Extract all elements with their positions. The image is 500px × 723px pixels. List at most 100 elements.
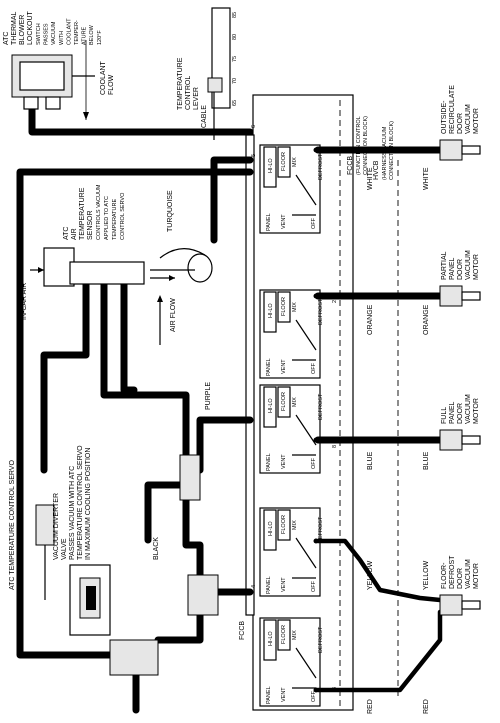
port-number-2: 2 xyxy=(332,300,338,303)
hi-lo-2: HI-LO xyxy=(268,398,274,413)
atc-thermal-switch xyxy=(11,40,95,120)
off-3: OFF xyxy=(311,580,317,592)
hose-color-yellow-7: YELLOW xyxy=(423,560,430,590)
atc-thermal-switch-desc-6: ATURE xyxy=(82,26,88,45)
hose-color-red-8: RED xyxy=(367,699,374,714)
hvcb-label: HVCB xyxy=(373,160,380,180)
motor-label-3-3: VACUUM xyxy=(465,394,472,424)
fccb-label: FCCB xyxy=(239,621,246,640)
port-number-5: 5 xyxy=(251,154,257,157)
motor-label-1-3: VACUUM xyxy=(465,104,472,134)
floor-2: FLOOR xyxy=(281,392,287,411)
atc-sensor-desc-2: TEMPERATURE xyxy=(112,199,118,240)
tee-connectors xyxy=(109,454,219,676)
atc-sensor-label-0: ATC xyxy=(63,227,70,240)
defrost-2: DEFROST xyxy=(318,393,324,420)
turquoise-label: TURQUOISE xyxy=(167,190,174,232)
defrost-1: DEFROST xyxy=(318,298,324,325)
lever-scale-85: 85 xyxy=(232,12,238,18)
atc-sensor-label-2: TEMPERATURE xyxy=(79,187,86,240)
atc-air-temperature-sensor xyxy=(30,247,213,345)
vacuum-hoses xyxy=(16,96,444,714)
defrost-0: DEFROST xyxy=(318,153,324,180)
vacuum-diverter-label-4: IN MAXIMUM COOLING POSITION xyxy=(85,448,92,560)
motor-label-4-3: VACUUM xyxy=(465,559,472,589)
coolant-flow-label-0: COOLANT xyxy=(100,60,107,95)
vacuum-diverter-label-1: VALVE xyxy=(61,538,68,560)
hi-lo-1: HI-LO xyxy=(268,303,274,318)
defrost-3: DEFROST xyxy=(318,516,324,543)
coolant-flow-label-1: FLOW xyxy=(108,74,115,95)
defrost-4: DEFROST xyxy=(318,626,324,653)
atc-thermal-switch-desc-3: WITH xyxy=(59,31,65,45)
atc-temperature-control-servo xyxy=(35,504,55,600)
hose-color-orange-3: ORANGE xyxy=(423,304,430,335)
hvcb-desc-1: CONNECTION BLOCK) xyxy=(389,121,395,180)
cable-label: CABLE xyxy=(201,105,208,128)
panel-0: PANEL xyxy=(266,213,272,231)
atc-servo-label: ATC TEMPERATURE CONTROL SERVO xyxy=(9,460,16,590)
atc-sensor-desc-3: CONTROL SERVO xyxy=(120,192,126,240)
vacuum-diverter-label-0: VACUUM DIVERTER xyxy=(53,493,60,560)
temp-lever-label-0: TEMPERATURE xyxy=(177,57,184,110)
fccb-desc-1: CONNECTION BLOCK) xyxy=(363,116,369,175)
atc-sensor-label-1: AIR xyxy=(71,228,78,240)
temp-lever-label-2: LEVER xyxy=(193,87,200,110)
mix-3: MIX xyxy=(292,520,298,530)
motor-label-2-4: MOTOR xyxy=(473,254,480,280)
panel-2: PANEL xyxy=(266,453,272,471)
vent-0: VENT xyxy=(281,214,287,229)
atc-thermal-switch-desc-0: SWITCH xyxy=(36,23,42,45)
lever-scale-75: 75 xyxy=(232,56,238,62)
off-0: OFF xyxy=(311,217,317,229)
floor-3: FLOOR xyxy=(281,515,287,534)
motor-label-4-2: DOOR xyxy=(457,568,464,589)
atc-thermal-switch-desc-8: 120°F xyxy=(97,30,103,45)
floor-4: FLOOR xyxy=(281,625,287,644)
atc-thermal-switch-desc-5: TEMPER- xyxy=(74,20,80,45)
fccb-desc-0: (FUNCTION CONTROL xyxy=(356,116,362,175)
vent-1: VENT xyxy=(281,359,287,374)
hose-color-blue-4: BLUE xyxy=(367,451,374,470)
atc-thermal-switch-label-1: THERMAL xyxy=(11,11,18,45)
temperature-control-lever xyxy=(207,7,231,140)
off-1: OFF xyxy=(311,362,317,374)
vent-4: VENT xyxy=(281,687,287,702)
motor-label-1-1: RECIRCULATE xyxy=(449,85,456,134)
vent-2: VENT xyxy=(281,454,287,469)
off-2: OFF xyxy=(311,457,317,469)
hvcb-desc-0: (HARNESS VACUUM xyxy=(382,126,388,180)
motor-label-2-1: PANEL xyxy=(449,257,456,280)
vacuum-diverter-label-3: TEMPERATURE CONTROL SERVO xyxy=(77,445,84,560)
atc-sensor-label-3: SENSOR xyxy=(87,210,94,240)
motor-label-4-0: FLOOR- xyxy=(441,562,448,589)
purple-label: PURPLE xyxy=(205,382,212,410)
port-number-6: 6 xyxy=(251,125,257,128)
air-flow-label: AIR FLOW xyxy=(170,298,177,332)
hose-color-blue-5: BLUE xyxy=(423,451,430,470)
hose-color-orange-2: ORANGE xyxy=(367,304,374,335)
black-label: BLACK xyxy=(153,537,160,560)
motor-label-2-2: DOOR xyxy=(457,259,464,280)
port-number-3: 3 xyxy=(332,687,338,690)
vent-3: VENT xyxy=(281,577,287,592)
atc-thermal-switch-label-0: ATC xyxy=(3,32,10,45)
motor-label-3-1: PANEL xyxy=(449,401,456,424)
off-4: OFF xyxy=(311,690,317,702)
floor-0: FLOOR xyxy=(281,152,287,171)
vacuum-diverter-valve xyxy=(69,564,111,636)
atc-sensor-desc-0: CONTROLS VACUUM xyxy=(96,184,102,240)
hi-lo-4: HI-LO xyxy=(268,631,274,646)
hi-lo-0: HI-LO xyxy=(268,158,274,173)
panel-3: PANEL xyxy=(266,576,272,594)
